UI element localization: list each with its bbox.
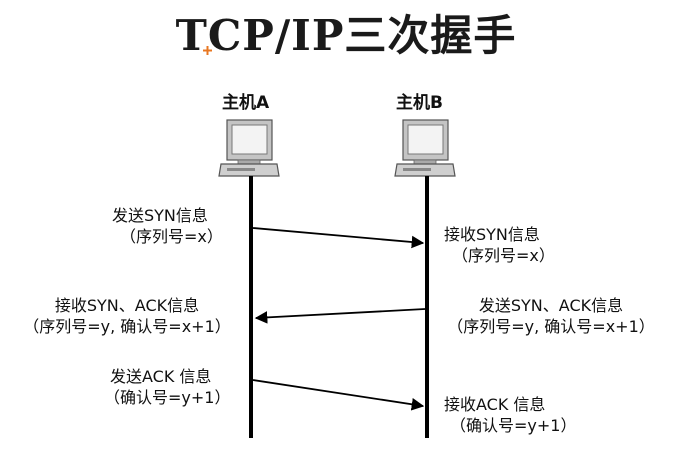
- diagram-title: TCP/IP三次握手: [175, 11, 517, 60]
- arrow-ack: [252, 379, 425, 411]
- step2-send-title: 发送SYN、ACK信息: [478, 296, 624, 315]
- step3-send-title: 发送ACK 信息: [110, 367, 212, 386]
- arrow-syn-ack: [254, 308, 426, 324]
- step3-recv-title: 接收ACK 信息: [444, 395, 546, 414]
- host-b-label: 主机B: [396, 93, 443, 113]
- step2-recv-title: 接收SYN、ACK信息: [54, 296, 200, 315]
- step2-send-label: 发送SYN、ACK信息 （序列号=y, 确认号=x+1）: [438, 295, 664, 337]
- step3-recv-label: 接收ACK 信息 （确认号=y+1）: [444, 394, 576, 436]
- step1-recv-title: 接收SYN信息: [444, 225, 540, 244]
- step2-send-detail: （序列号=y, 确认号=x+1）: [447, 317, 655, 336]
- step2-recv-label: 接收SYN、ACK信息 （序列号=y, 确认号=x+1）: [14, 295, 240, 337]
- computer-icon: [218, 119, 280, 177]
- arrow-syn: [252, 227, 425, 249]
- step3-recv-detail: （确认号=y+1）: [450, 416, 577, 435]
- step3-send-detail: （确认号=y+1）: [104, 388, 231, 407]
- step1-recv-label: 接收SYN信息 （序列号=x）: [444, 224, 555, 266]
- step3-send-label: 发送ACK 信息 （确认号=y+1）: [104, 366, 230, 408]
- host-a-label: 主机A: [222, 93, 270, 113]
- step1-send-title: 发送SYN信息: [112, 206, 208, 225]
- step1-send-detail: （序列号=x）: [120, 227, 223, 246]
- step2-recv-detail: （序列号=y, 确认号=x+1）: [23, 317, 231, 336]
- step1-recv-detail: （序列号=x）: [452, 246, 555, 265]
- plus-cursor-icon: [203, 46, 212, 55]
- step1-send-label: 发送SYN信息 （序列号=x）: [112, 205, 223, 247]
- computer-icon: [394, 119, 456, 177]
